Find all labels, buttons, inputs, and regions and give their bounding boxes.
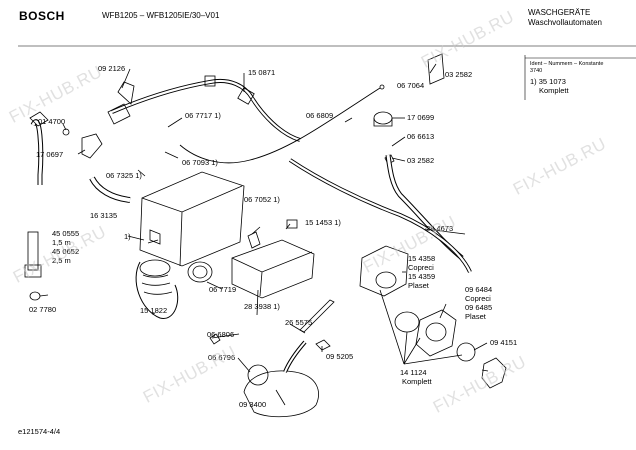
label-067325: 06 7325 1)	[106, 171, 142, 180]
label-len25: 2,5 m	[52, 256, 71, 265]
model-title: WFB1205 – WFB1205IE/30–V01	[102, 11, 220, 20]
label-066796: 06 6796	[208, 353, 236, 362]
washer-014700	[62, 128, 70, 136]
o-ring-094151	[456, 342, 476, 362]
sump-093400	[243, 370, 319, 418]
label-014700: 01 4700	[38, 117, 66, 126]
nut-027780	[29, 291, 41, 301]
bellows	[139, 259, 171, 277]
label-450652: 45 0652	[52, 247, 80, 256]
label-032582a: 03 2582	[445, 70, 473, 79]
label-note1: 1)	[124, 232, 131, 241]
rod-265575	[299, 299, 335, 333]
clamp-150871	[237, 87, 255, 105]
filter-plug	[481, 357, 507, 389]
label-067052: 06 7052 1)	[244, 195, 280, 204]
label-096484: 09 6484	[465, 285, 493, 294]
label-komplett: Komplett	[402, 377, 432, 386]
seal-ring	[394, 311, 420, 333]
label-len15: 1,5 m	[52, 238, 71, 247]
label-450555: 45 0555	[52, 229, 80, 238]
label-copreci2: Copreci	[465, 294, 491, 303]
label-151822: 15 1822	[140, 306, 168, 315]
label-plaset2: Plaset	[465, 312, 486, 321]
label-154358: 15 4358	[408, 254, 436, 263]
label-170699: 17 0699	[407, 113, 435, 122]
label-154359: 15 4359	[408, 272, 436, 281]
label-copreci1: Copreci	[408, 263, 434, 272]
label-283938: 28 3938 1)	[244, 302, 280, 311]
label-150871: 15 0871	[248, 68, 276, 77]
note-number: 1) 35 1073	[530, 77, 566, 86]
pump-09-6484	[415, 309, 457, 357]
dispenser-drawer	[231, 239, 315, 299]
category-title: WASCHGERÄTE	[528, 8, 591, 17]
label-284673: 28 4673	[426, 224, 454, 233]
label-093400: 09 3400	[239, 400, 267, 409]
label-092126: 09 2126	[98, 64, 126, 73]
ring-067719	[187, 261, 213, 283]
ident-label: Ident – Nummern – Konstante	[530, 61, 604, 67]
inlet-hose	[27, 231, 39, 271]
label-027780: 02 7780	[29, 305, 57, 314]
label-plaset1: Plaset	[408, 281, 429, 290]
label-066809: 06 6809	[306, 111, 334, 120]
pressure-switch	[373, 111, 393, 125]
label-163135: 16 3135	[90, 211, 118, 220]
subcategory-title: Waschvollautomaten	[528, 18, 602, 27]
label-141124: 14 1124	[400, 368, 427, 377]
pump-housing	[359, 245, 409, 297]
bracket-067064	[427, 53, 445, 85]
label-067064: 06 7064	[397, 81, 425, 90]
label-151453: 15 1453 1)	[305, 218, 341, 227]
label-096485: 09 6485	[465, 303, 493, 312]
label-095205: 09 5205	[326, 352, 354, 361]
label-066613: 06 6613	[407, 132, 435, 141]
label-094151: 09 4151	[490, 338, 518, 347]
label-067719: 06 7719	[209, 285, 237, 294]
ball-066796	[247, 364, 269, 386]
dispenser-housing	[139, 171, 245, 267]
label-067717: 06 7717 1)	[185, 111, 221, 120]
note-text: Komplett	[539, 86, 569, 95]
doc-id: e121574-4/4	[18, 427, 61, 436]
label-170697: 17 0697	[36, 150, 64, 159]
clamp-top	[204, 75, 216, 87]
label-067093: 06 7093 1)	[182, 158, 218, 167]
ident-value: 3740	[530, 68, 543, 74]
brand-logo: BOSCH	[19, 9, 65, 23]
hook-092126	[117, 81, 135, 105]
valve-170697	[81, 133, 103, 159]
label-265575: 26 5575	[285, 318, 313, 327]
label-066806: 06 6806	[207, 330, 235, 339]
label-032582b: 03 2582	[407, 156, 435, 165]
